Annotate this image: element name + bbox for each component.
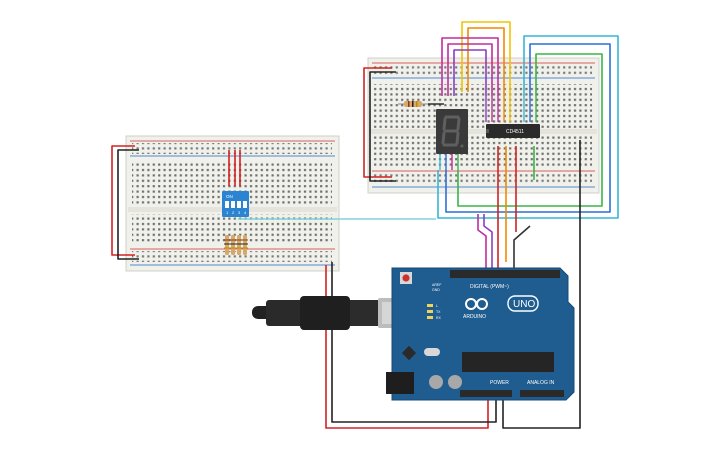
wire-black-right-rail [369,71,396,182]
arduino-uno[interactable]: DIGITAL (PWM~) AREF GND ARDUINO UNO L TX… [386,267,575,401]
capacitor-2 [448,375,462,389]
led-l-icon [427,304,433,307]
wire-magenta-top-1 [441,37,499,96]
analog-label: ANALOG IN [527,380,555,386]
uno-label: UNO [513,299,535,310]
cd4511-chip[interactable]: CD4511 [486,124,540,138]
wire-purple-top [453,49,487,96]
led-tx-label: TX [436,310,441,314]
wire-orange-top [467,27,505,96]
led-l-label: L [436,304,438,308]
wires[interactable] [111,21,619,429]
dip-switch-lever-4[interactable] [243,201,247,208]
dip-switch[interactable]: ON 1 2 3 4 [222,191,249,217]
digital-header-label: DIGITAL (PWM~) [470,284,509,290]
wire-black-power [331,262,497,423]
resistor-bank-left[interactable] [224,235,248,255]
wire-purple-ard [483,214,493,270]
led-rx-icon [427,316,433,319]
wire-cyan-right [437,35,619,219]
dip-switch-num-3: 3 [238,210,241,215]
atmega-chip [462,352,554,372]
dip-switch-lever-3[interactable] [237,201,241,208]
gnd-label: GND [432,288,440,292]
wire-blue-right [445,43,611,213]
wire-black-left-rail [117,149,139,260]
power-label: POWER [490,380,509,386]
aref-label: AREF [432,283,441,287]
dip-switch-lever-1[interactable] [225,201,229,208]
breadboard-left[interactable] [125,135,340,272]
seven-segment-display[interactable] [436,109,468,154]
wire-green-right [457,53,603,207]
left-jumpers[interactable] [228,150,241,186]
wire-magenta-ard [477,214,487,270]
digital-header[interactable] [450,270,560,278]
dip-switch-num-2: 2 [232,210,235,215]
wire-black-chip [502,140,581,429]
arduino-brand-label: ARDUINO [463,314,486,320]
breadboard-right[interactable] [367,57,600,194]
led-tx-icon [427,310,433,313]
dip-switch-num-4: 4 [244,210,247,215]
power-jack[interactable] [386,372,414,394]
capacitor-1 [429,375,443,389]
seven-segment-digit [441,115,461,147]
usb-cable[interactable] [252,296,416,330]
wire-red-power [325,265,489,429]
dip-switch-lever-2[interactable] [231,201,235,208]
wire-red-right-rail [363,67,392,178]
dip-switch-num-1: 1 [226,210,229,215]
arduino-logo-icon [465,298,488,310]
wire-magenta-top-2 [447,43,493,96]
analog-header[interactable] [520,390,564,397]
chip-label: CD4511 [506,129,524,135]
led-rx-label: RX [436,316,442,320]
wire-red-left-rail [111,145,135,256]
wire-yellow-top [461,21,511,96]
resistor-right[interactable] [398,101,444,107]
dip-switch-on-label: ON [226,194,233,199]
right-jumpers[interactable] [439,96,537,170]
wire-black-ard [513,225,531,268]
power-header[interactable] [460,390,512,397]
reset-button-cap[interactable] [402,274,410,282]
